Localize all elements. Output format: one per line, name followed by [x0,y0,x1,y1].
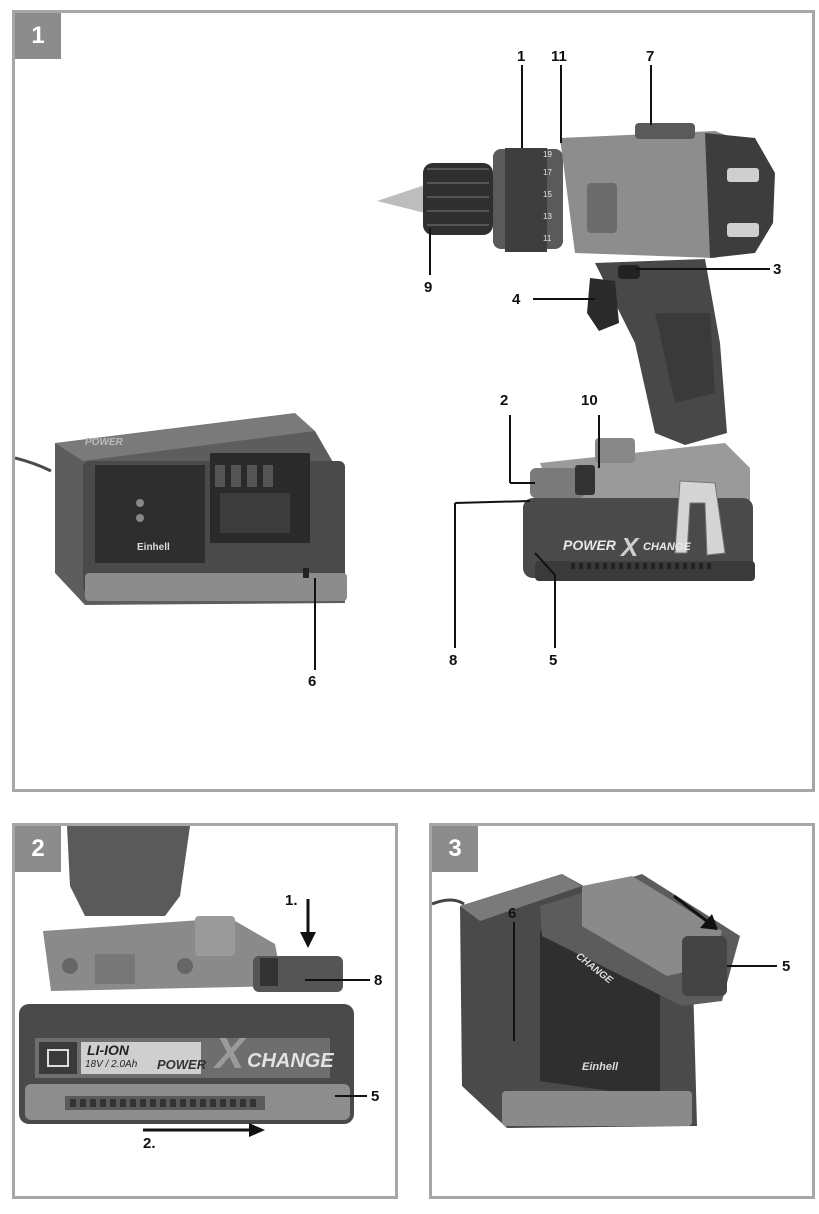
charger-logo: POWER [85,437,124,448]
battery-x-logo: X [215,1029,245,1078]
callout-label: 10 [581,392,598,409]
callout-label: 9 [424,279,433,296]
figure-1-illustration: POWER Einhell [15,65,775,670]
callout-label: 1 [517,48,526,65]
callout-label: 8 [374,972,383,989]
figure-2-illustration [19,826,370,1137]
torque-scale-label: 19 [543,150,552,159]
callout-label: 11 [551,48,567,65]
figure-2-panel: 2 LI-ION 18V / 2.0Ah POWER X CHANGE [12,823,398,1199]
callout-label: 2 [500,392,509,409]
callout-label: 8 [449,652,458,669]
callout-label: 3 [773,261,782,278]
callout-label: 7 [646,48,655,65]
callout-label: 4 [512,291,521,308]
battery-change-text: CHANGE [643,541,691,553]
battery-brand: POWER [157,1057,207,1072]
figure-number-badge: 2 [15,826,61,872]
callout-label: 2. [143,1135,156,1152]
figure-1-panel: 1 POWER Einhell [12,10,815,792]
torque-scale-label: 17 [543,168,552,177]
charger-brand: Einhell [137,542,170,553]
torque-scale-label: 11 [543,234,552,243]
callout-label: 5 [782,958,791,975]
drill-illustration [377,123,775,581]
torque-scale-label: 15 [543,190,552,199]
callout-label: 5 [549,652,558,669]
arrow-diagonal-icon [673,894,709,924]
torque-scale-label: 13 [543,212,552,221]
figure-3-illustration [432,874,777,1128]
callout-label: 5 [371,1088,380,1105]
callout-label: 1. [285,892,298,909]
battery-type-label: LI-ION [87,1042,129,1058]
charger-brand: Einhell [582,1061,619,1073]
callout-leaders [314,65,770,670]
callout-label: 6 [308,673,317,690]
figure-3-panel: 3 CHANGE Einhell 6 5 [429,823,815,1199]
charger-illustration [15,413,347,605]
figure-number-badge: 1 [15,13,61,59]
figure-number-badge: 3 [432,826,478,872]
callout-label: 6 [508,905,517,922]
battery-change-text: CHANGE [247,1050,334,1072]
battery-brand: POWER [563,537,617,553]
battery-x-logo: X [619,532,640,562]
battery-rating-label: 18V / 2.0Ah [85,1059,138,1070]
